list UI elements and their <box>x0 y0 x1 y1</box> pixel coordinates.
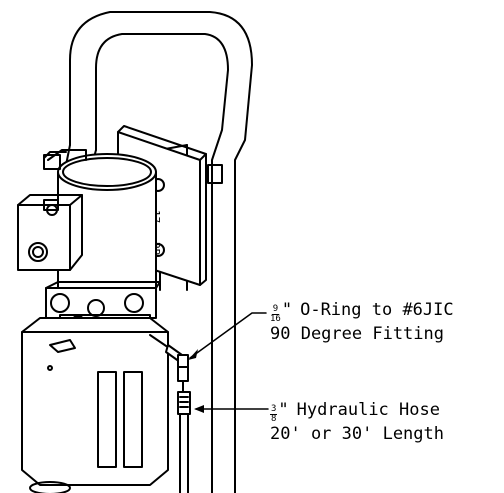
hose-callout-text: Hydraulic Hose <box>296 400 440 420</box>
frame-outer-tube <box>69 11 253 493</box>
reservoir-body <box>21 317 169 486</box>
fitting-size-fraction: 9 16 <box>270 304 281 324</box>
conduit-knockout <box>28 242 48 262</box>
hose-callout: 3 8 "Hydraulic Hose 20' or 30' Length <box>270 400 444 445</box>
hydraulic-hose <box>177 391 191 493</box>
leader-lines <box>188 312 269 413</box>
fitting-callout-text: O-Ring to #6JIC <box>300 300 454 320</box>
hydraulic-reservoir <box>21 317 169 493</box>
motor-end-cap <box>57 153 157 191</box>
fitting-callout-line1: 9 16 "O-Ring to #6JIC <box>270 300 454 324</box>
fitting-callout-line2: 90 Degree Fitting <box>270 324 444 344</box>
frame-clamp <box>207 164 223 184</box>
o-ring-90-degree-fitting <box>149 334 189 393</box>
fitting-leader <box>189 312 267 359</box>
frame-inner-tube <box>95 33 229 493</box>
hose-callout-line2: 20' or 30' Length <box>270 424 444 444</box>
hose-size-fraction: 3 8 <box>270 404 278 424</box>
hose-callout-line1: 3 8 "Hydraulic Hose <box>270 400 440 424</box>
filler-cap <box>49 339 76 353</box>
fitting-callout: 9 16 "O-Ring to #6JIC 90 Degree Fitting <box>270 300 454 345</box>
electric-motor <box>17 149 157 291</box>
